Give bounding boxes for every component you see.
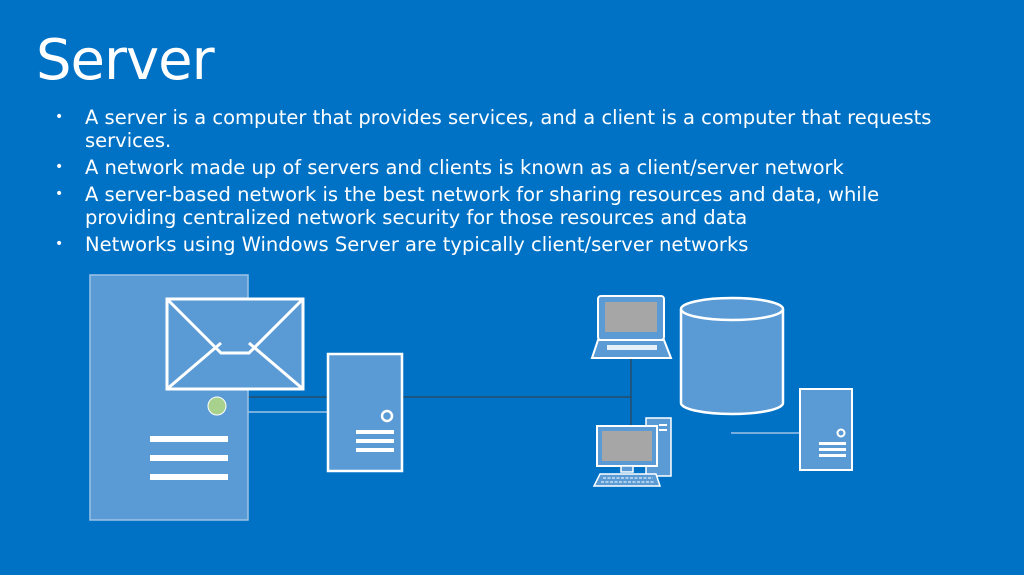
bullet-text: A server is a computer that provides ser… (85, 106, 932, 152)
tower-server-icon (326, 352, 404, 473)
slide-title: Server (36, 28, 215, 93)
bullet-text: Networks using Windows Server are typica… (85, 233, 749, 256)
bullet-list: •A server is a computer that provides se… (55, 106, 975, 260)
laptop-icon (590, 295, 673, 359)
envelope-icon (165, 297, 305, 391)
desktop-computer-icon (592, 417, 672, 487)
bullet-item: •A server-based network is the best netw… (55, 183, 880, 229)
database-icon (679, 296, 785, 416)
connection-lines (248, 358, 800, 434)
bullet-item: •A network made up of servers and client… (55, 156, 844, 179)
bullet-item: •Networks using Windows Server are typic… (55, 233, 749, 256)
bullet-text: A server-based network is the best netwo… (85, 183, 880, 229)
bullet-text: A network made up of servers and clients… (85, 156, 844, 179)
bullet-item: •A server is a computer that provides se… (55, 106, 932, 152)
small-server-icon (799, 388, 853, 471)
